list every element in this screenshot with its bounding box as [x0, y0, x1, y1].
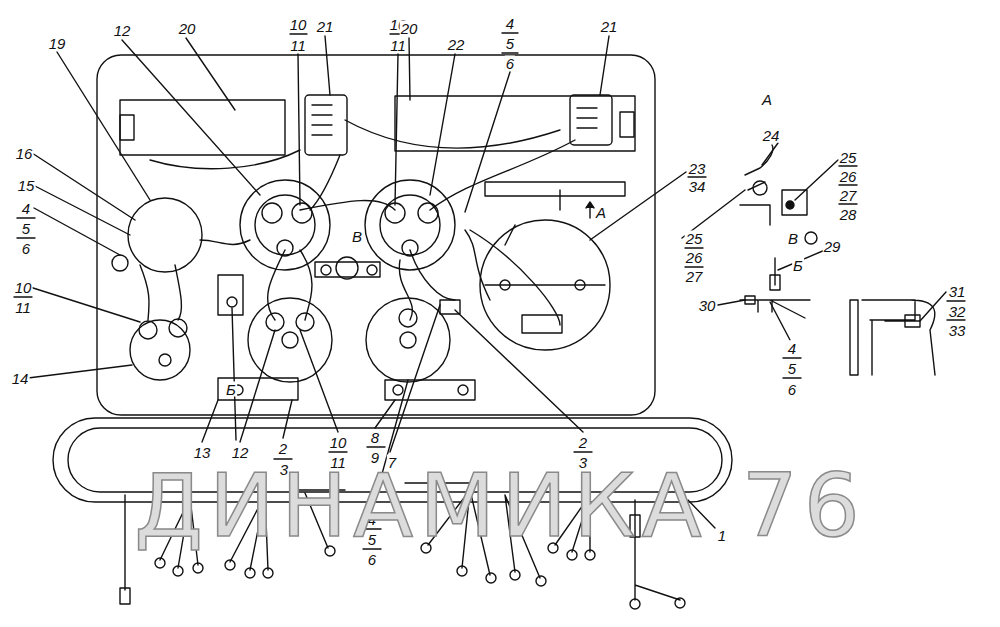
- callout-number: 8: [370, 430, 380, 445]
- callout-number: 6: [505, 56, 515, 71]
- callout-number: 6: [367, 552, 377, 567]
- callout-number: 28: [839, 207, 858, 222]
- view-letter: Б: [225, 382, 237, 397]
- view-letter: А: [761, 92, 773, 107]
- callout-number: 4: [21, 201, 31, 216]
- view-letter: Б: [792, 258, 804, 273]
- callout-number: 10: [289, 17, 308, 32]
- callout-number: 6: [787, 382, 797, 397]
- callout-number: 19: [48, 36, 67, 51]
- callout-number: 33: [948, 323, 967, 338]
- callout-number: 14: [11, 371, 30, 386]
- callout-number: 11: [389, 38, 407, 53]
- callout-number: 34: [688, 179, 707, 194]
- callout-number: 15: [17, 178, 36, 193]
- callout-number: 30: [698, 298, 717, 313]
- callout-number: 20: [178, 21, 197, 36]
- callout-number: 26: [685, 250, 704, 265]
- callout-number: 13: [193, 445, 212, 460]
- view-letter: А: [595, 205, 607, 220]
- callout-number: 4: [505, 16, 515, 31]
- callout-number: 16: [15, 146, 34, 161]
- callout-number: 2: [578, 435, 588, 450]
- callout-number: 5: [21, 221, 31, 236]
- callout-number: 5: [787, 361, 797, 376]
- callout-number: 12: [231, 445, 250, 460]
- callout-number: 2: [278, 441, 288, 456]
- callout-number: 4: [787, 341, 797, 356]
- callout-number: 5: [505, 36, 515, 51]
- callout-number: 21: [600, 19, 619, 34]
- callout-number: 11: [14, 300, 32, 315]
- callout-number: 27: [685, 269, 704, 284]
- callout-number: 31: [948, 284, 967, 299]
- callout-number: 12: [113, 23, 132, 38]
- callout-number: 29: [823, 239, 842, 254]
- callout-number: 20: [400, 21, 419, 36]
- callout-number: 25: [685, 231, 704, 246]
- callout-number: 26: [839, 169, 858, 184]
- view-letter: В: [787, 231, 799, 246]
- callout-number: 27: [839, 188, 858, 203]
- callout-number: 22: [447, 37, 466, 52]
- callout-number: 32: [948, 304, 967, 319]
- callout-number: 10: [14, 280, 33, 295]
- callout-number: 10: [329, 435, 348, 450]
- callout-number: 23: [688, 161, 707, 176]
- callout-number: 11: [289, 38, 307, 53]
- callout-number: 6: [21, 241, 31, 256]
- callout-number: 21: [316, 19, 335, 34]
- watermark: ДИНАМИКА 76: [133, 460, 866, 552]
- view-letter: В: [351, 229, 363, 244]
- callout-number: 24: [762, 128, 781, 143]
- callout-number: 25: [839, 150, 858, 165]
